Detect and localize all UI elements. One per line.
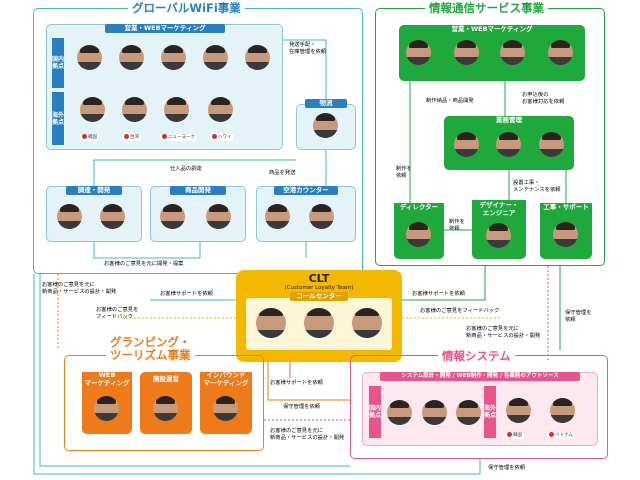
note-maintenance-bottom: 保守管理を依頼 [488, 465, 526, 471]
logistics-staff [313, 113, 338, 138]
info-system-staff-2 [422, 400, 447, 425]
call-center-staff-2 [304, 308, 334, 338]
note-feedback-left: お客様のご意見を フィードバック [96, 307, 139, 320]
airport-staff-1 [265, 204, 290, 229]
product-staff-1 [160, 204, 185, 229]
call-center-bar: コールセンター [290, 292, 348, 301]
note-production-delivery: 制作納品・商品開発 [426, 98, 474, 104]
note-maintenance: 保守管理を依頼 [283, 404, 321, 410]
wifi-staff-3 [161, 45, 186, 70]
procurement-staff-1 [57, 204, 82, 229]
tourism-inbound-bar: インバウンド マーケティング [200, 372, 252, 388]
wifi-staff-4 [203, 45, 228, 70]
designer-staff [486, 223, 511, 248]
wifi-overseas-staff-2 [122, 97, 147, 122]
note-after-entry: お申込後の お客様対応を依頼 [522, 92, 565, 105]
global-wifi-title: グローバルWiFi事業 [128, 1, 245, 15]
note-production-request: 制作を 依頼 [396, 166, 412, 179]
procurement-bar: 調達・開発 [66, 186, 122, 195]
tag-korea: 韓国 [80, 134, 99, 141]
wifi-overseas-label: 海外拠点 [52, 92, 64, 145]
airport-bar: 空港カウンター [274, 186, 338, 195]
info-comm-staff-2 [454, 40, 479, 65]
business-mgmt-bar: 業務管理 [486, 116, 532, 125]
wifi-staff-1 [77, 45, 102, 70]
product-staff-2 [206, 204, 231, 229]
tag-hawaii: ハワイ [210, 134, 234, 141]
construction-staff [553, 222, 578, 247]
info-comm-title: 情報通信サービス事業 [425, 1, 548, 15]
note-support-right: お客様サポートを依頼 [412, 291, 465, 297]
note-product-shipping: 商品を発送 [269, 170, 296, 176]
info-system-title: 情報システム [438, 349, 515, 363]
tourism-title: グランピング・ ツーリズム事業 [106, 336, 195, 362]
tourism-facility-staff [153, 396, 178, 421]
info-system-overseas-staff-2 [550, 398, 575, 423]
info-comm-staff-4 [548, 40, 573, 65]
tourism-facility-bar: 施設運営 [140, 375, 192, 384]
info-comm-staff-1 [406, 40, 431, 65]
wifi-domestic-label: 国内拠点 [52, 38, 64, 88]
tourism-web-staff [94, 396, 119, 421]
clt-subtitle: (Customer Loyalty Team) [284, 285, 354, 291]
call-center-staff-1 [256, 308, 286, 338]
wifi-staff-5 [245, 45, 270, 70]
note-maintenance-right: 保守管理を 依頼 [565, 310, 592, 323]
construction-bar: 工事・サポート [540, 203, 592, 212]
note-feedback-right: お客様のご意見をフィードバック [420, 308, 500, 314]
wifi-overseas-staff-4 [208, 97, 233, 122]
tourism-inbound-staff [213, 396, 238, 421]
note-production-request-2: 制作を 依頼 [449, 219, 465, 232]
info-comm-sales-bar: 営業・WEBマーケティング [442, 25, 542, 34]
info-system-domestic-label: 国内拠点 [369, 386, 381, 438]
note-new-product-right: お客様のご意見を元に 新商品・サービスの設計・開発 [466, 326, 541, 339]
product-bar: 商品開発 [170, 186, 226, 195]
note-support-left: お客様サポートを依頼 [160, 291, 213, 297]
tourism-web-bar: WEB マーケティング [82, 372, 132, 388]
info-system-staff-3 [456, 400, 481, 425]
business-staff-1 [454, 132, 479, 157]
info-system-overseas-staff-1 [506, 398, 531, 423]
wifi-sales-group [46, 24, 283, 150]
info-comm-staff-3 [500, 40, 525, 65]
designer-bar: デザイナー・ エンジニア [472, 200, 526, 217]
director-staff [406, 222, 431, 247]
business-staff-2 [496, 132, 521, 157]
info-system-staff-1 [387, 400, 412, 425]
info-system-overseas-label: 海外拠点 [484, 386, 496, 438]
tag-vietnam: ベトナム [547, 432, 575, 439]
wifi-sales-bar: 営業・WEBマーケティング [105, 24, 225, 33]
clt-title: CLT [308, 272, 330, 285]
info-system-bar: システム設計・開発 / WEB制作・開発 / 各業務のアウトソース [380, 372, 580, 381]
wifi-staff-2 [119, 45, 144, 70]
wifi-overseas-staff-1 [80, 97, 105, 122]
tag-taiwan: 台湾 [122, 134, 141, 141]
note-shipping-request: 発送手配・ 在庫管理を依頼 [289, 42, 327, 55]
business-staff-3 [539, 132, 564, 157]
note-support-bottom: お客様サポートを依頼 [270, 380, 323, 386]
procurement-staff-2 [100, 204, 125, 229]
call-center-staff-3 [352, 308, 382, 338]
tag-newyork: ニューヨーク [160, 134, 197, 141]
note-install-request: 設置工事・ メンテナンスを依頼 [513, 180, 561, 193]
note-new-product: お客様のご意見を元に 新商品・サービスの設計・開発 [270, 428, 345, 441]
director-bar: ディレクター [394, 203, 444, 212]
note-left-new-product: お客様のご意見を元に 新商品・サービスの設計・開発 [42, 282, 117, 295]
wifi-overseas-staff-3 [164, 97, 189, 122]
logistics-bar: 物流 [305, 99, 347, 108]
note-feedback-dev: お客様のご意見を元に開発・提案 [104, 261, 184, 267]
tag-korea-is: 韓国 [505, 432, 524, 439]
airport-staff-2 [309, 204, 334, 229]
note-procurement: 仕入品の調達 [170, 166, 202, 172]
